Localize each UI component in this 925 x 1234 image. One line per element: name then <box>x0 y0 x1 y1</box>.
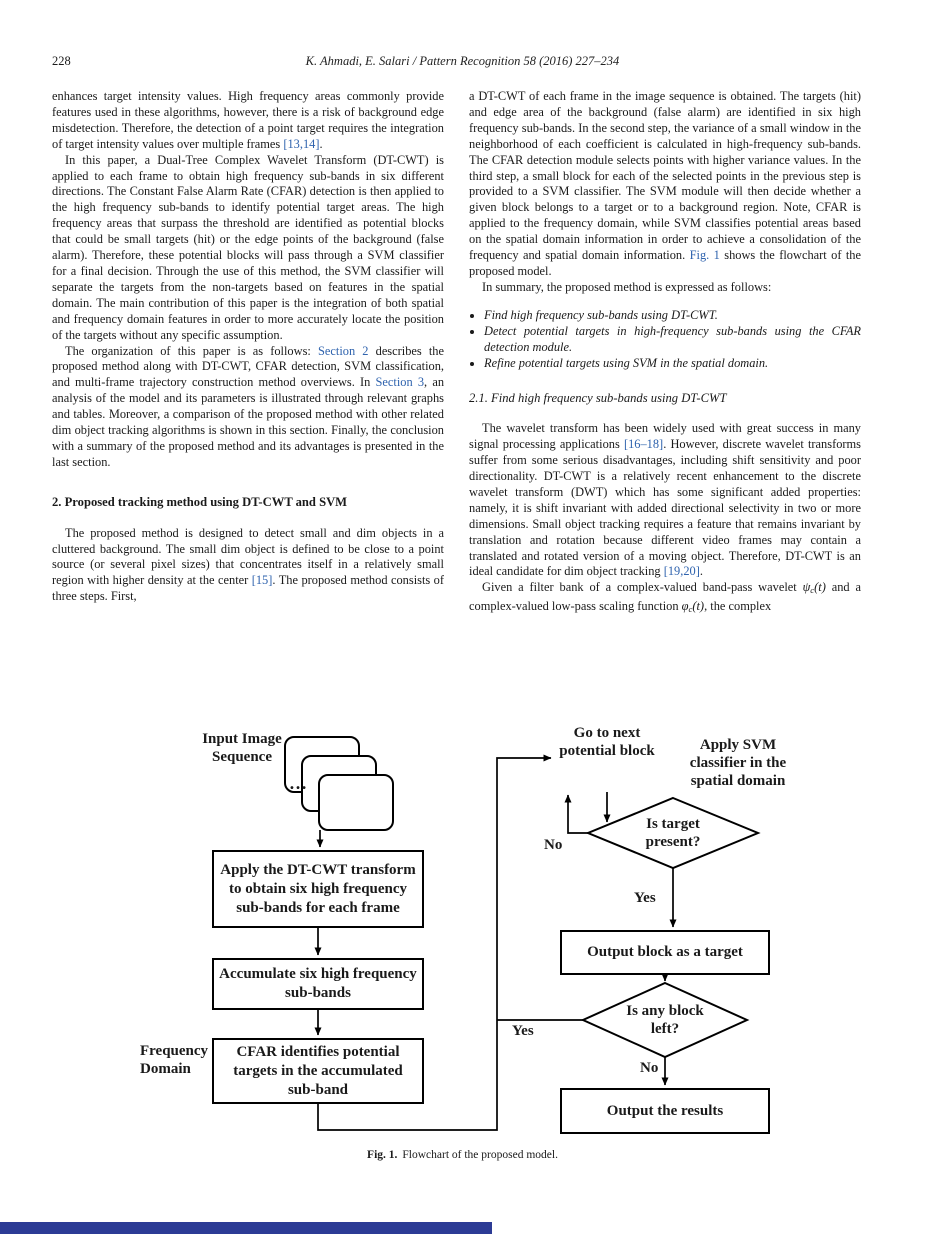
running-head: K. Ahmadi, E. Salari / Pattern Recogniti… <box>305 54 620 68</box>
paragraph-filter-bank: Given a filter bank of a complex-valued … <box>469 580 861 618</box>
text-run: and a complex-valued low-pass scaling fu… <box>469 580 861 614</box>
process-box-accumulate: Accumulate six high frequency sub-bands <box>212 958 424 1010</box>
bullet-item-cfar: Detect potential targets in high-frequen… <box>484 324 861 356</box>
paragraph-summary-lead: In summary, the proposed method is expre… <box>482 279 772 294</box>
text-run: . However, discrete wavelet transforms s… <box>469 437 861 579</box>
output-target-box: Output block as a target <box>560 930 770 975</box>
flowchart-connectors <box>314 754 761 1131</box>
text-run: . The proposed method consists of three … <box>52 573 445 604</box>
bullet-item-svm: Refine potential targets using SVM in th… <box>484 356 861 372</box>
text-run: shows the flowchart of the proposed mode… <box>469 248 861 278</box>
text-run: The proposed method is designed to detec… <box>52 525 444 588</box>
text-run: , the complex <box>704 599 772 614</box>
paragraph-intro: enhances target intensity values. High f… <box>52 89 444 153</box>
paragraph-proposed-method: The proposed method is designed to detec… <box>52 526 444 606</box>
text-run: c <box>688 604 693 615</box>
decision-target-text: Is target present? <box>645 816 701 850</box>
citation-link[interactable]: [15] <box>251 573 273 588</box>
text-run: The wavelet transform has been widely us… <box>469 421 861 452</box>
paragraph-wavelet: The wavelet transform has been widely us… <box>469 421 861 580</box>
text-run: enhances target intensity values. High f… <box>52 89 444 151</box>
text-run: . <box>699 564 703 579</box>
text-run: ψ <box>802 580 811 595</box>
figure-flowchart: Input Image Sequence … Apply the DT-CWT … <box>140 722 840 1142</box>
svm-classifier-label: Apply SVM classifier in the spatial doma… <box>689 737 787 789</box>
citation-link[interactable]: [19,20] <box>663 564 700 579</box>
text-run: (t) <box>814 580 826 595</box>
text-run: c <box>810 585 815 596</box>
citation-link[interactable]: [13,14] <box>283 136 320 151</box>
arrow-cfar-to-next-block <box>317 754 552 1131</box>
output-results-box: Output the results <box>560 1088 770 1134</box>
text-run: φ <box>681 599 689 614</box>
image-frame-card <box>318 774 394 831</box>
section-2-1-heading: 2.1. Find high frequency sub-bands using… <box>469 391 727 406</box>
text-run: Given a filter bank of a complex-valued … <box>482 580 803 595</box>
citation-link[interactable]: Fig. 1 <box>689 248 720 263</box>
text-run: (t) <box>692 599 705 614</box>
frequency-domain-label: Frequency Domain <box>140 1043 209 1077</box>
method-bullet-list: Find high frequency sub-bands using DT-C… <box>469 308 861 372</box>
process-box-dtcwt: Apply the DT-CWT transform to obtain six… <box>212 850 424 928</box>
text-run: , an analysis of the model and its param… <box>52 375 445 469</box>
footer-bar <box>0 1222 492 1234</box>
input-sequence-label: Input Image Sequence <box>202 731 282 765</box>
paragraph-steps: a DT-CWT of each frame in the image sequ… <box>469 89 861 280</box>
citation-link[interactable]: Section 2 <box>317 343 369 358</box>
no-label-target: No <box>544 837 563 853</box>
yes-label-target: Yes <box>634 890 656 906</box>
section-2-heading: 2. Proposed tracking method using DT-CWT… <box>52 494 348 509</box>
left-column: enhances target intensity values. High f… <box>52 89 444 605</box>
text-run: a DT-CWT of each frame in the image sequ… <box>469 89 861 263</box>
citation-link[interactable]: [16–18] <box>623 437 664 452</box>
text-run: . <box>319 136 323 151</box>
bullet-item-dtcwt: Find high frequency sub-bands using DT-C… <box>484 308 861 324</box>
process-box-cfar: CFAR identifies potential targets in the… <box>212 1038 424 1104</box>
text-run: The organization of this paper is as fol… <box>65 343 318 358</box>
figure-caption-text: Flowchart of the proposed model. <box>402 1149 558 1161</box>
decision-block-left-text: Is any block left? <box>626 1003 704 1037</box>
text-run: describes the proposed method along with… <box>52 343 444 390</box>
figure-caption: Fig. 1. Flowchart of the proposed model. <box>0 1149 925 1161</box>
ellipsis-dots: … <box>289 773 308 793</box>
paragraph-organization: The organization of this paper is as fol… <box>52 344 444 471</box>
yes-label-block-left: Yes <box>512 1023 534 1039</box>
go-next-block-label: Go to next potential block <box>559 725 655 759</box>
text-run: In this paper, a Dual-Tree Complex Wavel… <box>52 152 444 342</box>
page-number: 228 <box>52 54 71 68</box>
right-column: a DT-CWT of each frame in the image sequ… <box>469 89 861 619</box>
arrow-no-to-next-block <box>564 794 588 834</box>
citation-link[interactable]: Section 3 <box>375 375 425 390</box>
no-label-block-left: No <box>640 1060 659 1076</box>
figure-caption-label: Fig. 1. <box>367 1149 398 1161</box>
paragraph-method-overview: In this paper, a Dual-Tree Complex Wavel… <box>52 153 444 344</box>
